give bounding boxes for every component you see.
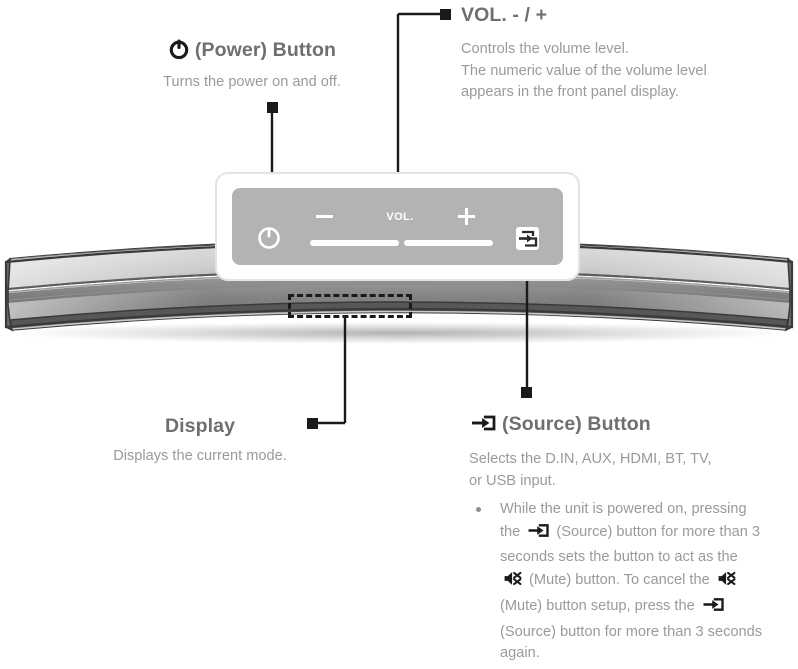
volume-minus-icon[interactable] <box>316 215 333 218</box>
source-desc-line-2: or USB input. <box>469 472 556 489</box>
source-desc-line-1: Selects the D.IN, AUX, HDMI, BT, TV, <box>469 451 712 467</box>
volume-callout: VOL. - / + Controls the volume level. Th… <box>461 3 761 104</box>
source-callout: (Source) Button Selects the D.IN, AUX, H… <box>469 412 764 665</box>
source-icon <box>701 595 725 622</box>
display-area-marker <box>288 294 412 318</box>
list-item: While the unit is powered on, pressing t… <box>469 499 764 665</box>
source-callout-description: Selects the D.IN, AUX, HDMI, BT, TV, or … <box>469 449 764 492</box>
source-icon <box>469 412 497 440</box>
power-callout: (Power) Button Turns the power on and of… <box>142 38 362 94</box>
power-heading-text: (Power) Button <box>194 39 337 61</box>
mute-icon <box>716 569 737 596</box>
display-callout-description: Displays the current mode. <box>113 448 287 464</box>
power-icon[interactable] <box>256 224 282 250</box>
source-callout-heading: (Source) Button <box>469 412 764 440</box>
volume-down-touch-bar[interactable] <box>310 240 399 246</box>
bullet-dot <box>476 507 481 512</box>
power-callout-description: Turns the power on and off. <box>163 74 341 90</box>
power-callout-heading: (Power) Button <box>142 38 362 66</box>
power-icon <box>168 38 190 66</box>
volume-plus-icon[interactable] <box>458 208 475 225</box>
display-callout-heading: Display <box>164 415 236 437</box>
volume-callout-heading: VOL. - / + <box>461 4 548 26</box>
source-icon[interactable] <box>513 224 542 253</box>
volume-desc-line-2: The numeric value of the volume level <box>461 62 707 79</box>
power-leader-dot <box>267 102 278 113</box>
volume-leader-dot <box>440 9 451 20</box>
control-panel-surface <box>232 188 563 265</box>
source-heading-text: (Source) Button <box>502 413 651 435</box>
display-callout: Display Displays the current mode. <box>85 414 315 468</box>
source-leader-dot <box>521 387 532 398</box>
volume-callout-description: Controls the volume level. The numeric v… <box>461 39 761 104</box>
mute-icon <box>502 569 523 596</box>
source-icon <box>526 521 550 548</box>
source-bullet-text: While the unit is powered on, pressing t… <box>500 501 763 661</box>
volume-desc-line-1: Controls the volume level. <box>461 41 629 57</box>
volume-up-touch-bar[interactable] <box>404 240 493 246</box>
volume-label: VOL. <box>386 211 414 223</box>
volume-desc-line-3: appears in the front panel display. <box>461 84 679 100</box>
source-bullet-list: While the unit is powered on, pressing t… <box>469 499 764 665</box>
